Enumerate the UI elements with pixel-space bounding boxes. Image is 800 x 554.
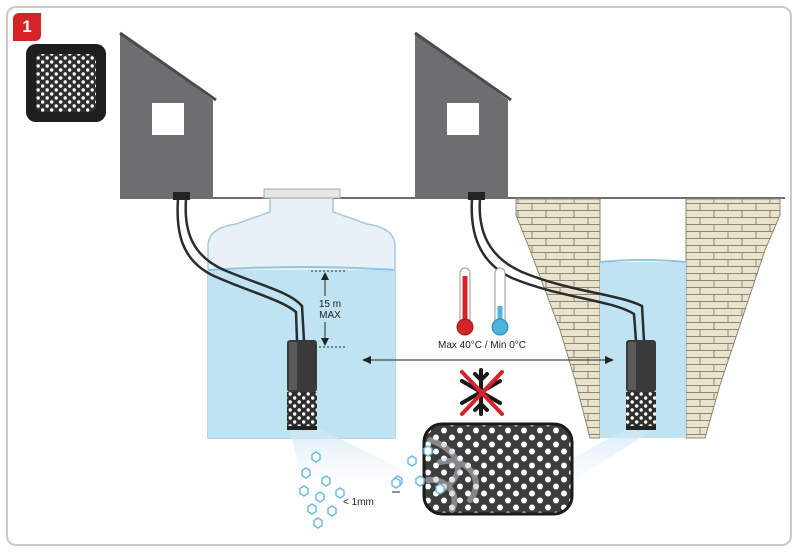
- thermometer-cold-icon: [491, 267, 509, 336]
- flow-beam-left: [290, 428, 420, 478]
- well-wall-left: [515, 198, 601, 439]
- thermometer-hot-icon: [456, 267, 474, 336]
- pump-cable-left: [176, 198, 306, 342]
- particle-size-label: < 1mm: [343, 497, 374, 508]
- house-left: [119, 31, 217, 200]
- pump-cable-right: [470, 198, 646, 342]
- depth-max-label: MAX: [319, 310, 341, 321]
- no-frost-icon: [460, 368, 504, 416]
- filter-mesh-detail: [422, 422, 574, 516]
- submersible-pump-left: [287, 340, 317, 430]
- temperature-range-label: Max 40°C / Min 0°C: [438, 340, 526, 351]
- double-arrow-icon: [362, 356, 614, 364]
- house-right: [414, 31, 512, 200]
- submersible-pump-right: [626, 340, 656, 430]
- depth-value-label: 15 m: [319, 299, 341, 310]
- filter-mesh-icon: [26, 44, 106, 122]
- well-wall-right: [685, 198, 781, 439]
- step-badge: 1: [13, 13, 41, 41]
- particle-size-indicator: [391, 477, 401, 493]
